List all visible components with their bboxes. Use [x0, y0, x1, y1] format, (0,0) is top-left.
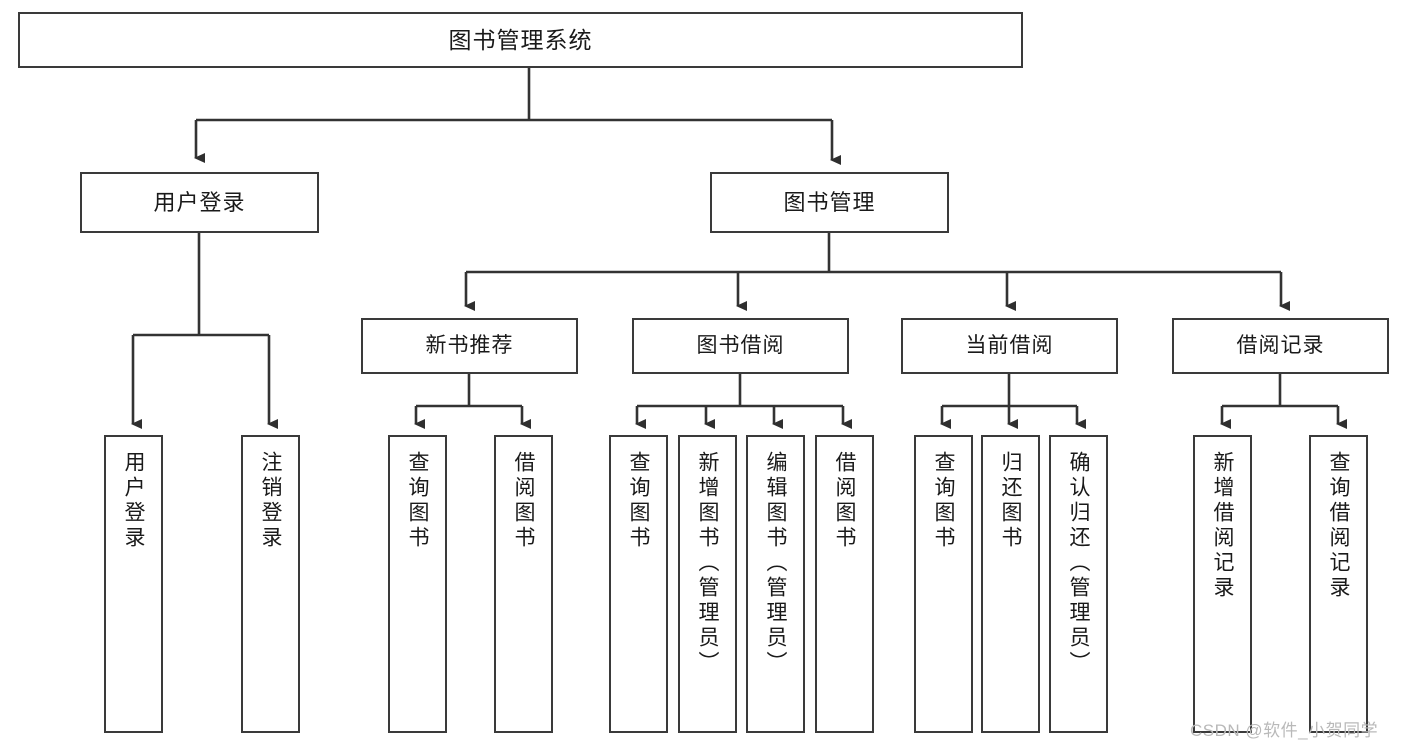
- node-label: 图书借阅: [696, 333, 785, 357]
- node-new-book-recommend[interactable]: 新书推荐: [361, 318, 578, 374]
- node-label: 用户登录: [153, 189, 246, 215]
- node-label: 确认归还（管理员）: [1067, 451, 1090, 676]
- node-label: 新书推荐: [425, 333, 514, 357]
- node-borrow-record[interactable]: 借阅记录: [1172, 318, 1389, 374]
- leaf-new-book-borrow[interactable]: 借阅图书: [494, 435, 553, 733]
- leaf-book-borrow-add[interactable]: 新增图书（管理员）: [678, 435, 737, 733]
- leaf-borrow-record-query[interactable]: 查询借阅记录: [1309, 435, 1368, 733]
- node-label: 当前借阅: [965, 333, 1054, 357]
- leaf-current-borrow-return[interactable]: 归还图书: [981, 435, 1040, 733]
- leaf-book-borrow-borrow[interactable]: 借阅图书: [815, 435, 874, 733]
- leaf-new-book-query[interactable]: 查询图书: [388, 435, 447, 733]
- leaf-user-login-login[interactable]: 用户登录: [104, 435, 163, 733]
- node-label: 编辑图书（管理员）: [764, 451, 787, 676]
- node-book-borrow[interactable]: 图书借阅: [632, 318, 849, 374]
- leaf-borrow-record-add[interactable]: 新增借阅记录: [1193, 435, 1252, 733]
- node-label: 新增图书（管理员）: [696, 451, 719, 676]
- node-root-system[interactable]: 图书管理系统: [18, 12, 1023, 68]
- csdn-watermark: CSDN @软件_小贺同学: [1190, 721, 1379, 740]
- node-label: 查询图书: [406, 451, 429, 551]
- node-label: 借阅图书: [833, 451, 856, 551]
- node-user-login[interactable]: 用户登录: [80, 172, 319, 233]
- leaf-current-borrow-query[interactable]: 查询图书: [914, 435, 973, 733]
- node-label: 查询图书: [932, 451, 955, 551]
- leaf-current-borrow-confirm-return[interactable]: 确认归还（管理员）: [1049, 435, 1108, 733]
- node-label: 借阅图书: [512, 451, 535, 551]
- leaf-user-login-logout[interactable]: 注销登录: [241, 435, 300, 733]
- node-label: 图书管理: [783, 189, 876, 215]
- node-book-management[interactable]: 图书管理: [710, 172, 949, 233]
- node-label: 查询图书: [627, 451, 650, 551]
- node-label: 查询借阅记录: [1327, 451, 1350, 601]
- leaf-book-borrow-edit[interactable]: 编辑图书（管理员）: [746, 435, 805, 733]
- node-label: 图书管理系统: [448, 26, 593, 53]
- node-label: 注销登录: [259, 451, 282, 551]
- leaf-book-borrow-query[interactable]: 查询图书: [609, 435, 668, 733]
- node-label: 借阅记录: [1236, 333, 1325, 357]
- node-label: 新增借阅记录: [1211, 451, 1234, 601]
- node-label: 用户登录: [122, 451, 145, 551]
- node-label: 归还图书: [999, 451, 1022, 551]
- node-current-borrow[interactable]: 当前借阅: [901, 318, 1118, 374]
